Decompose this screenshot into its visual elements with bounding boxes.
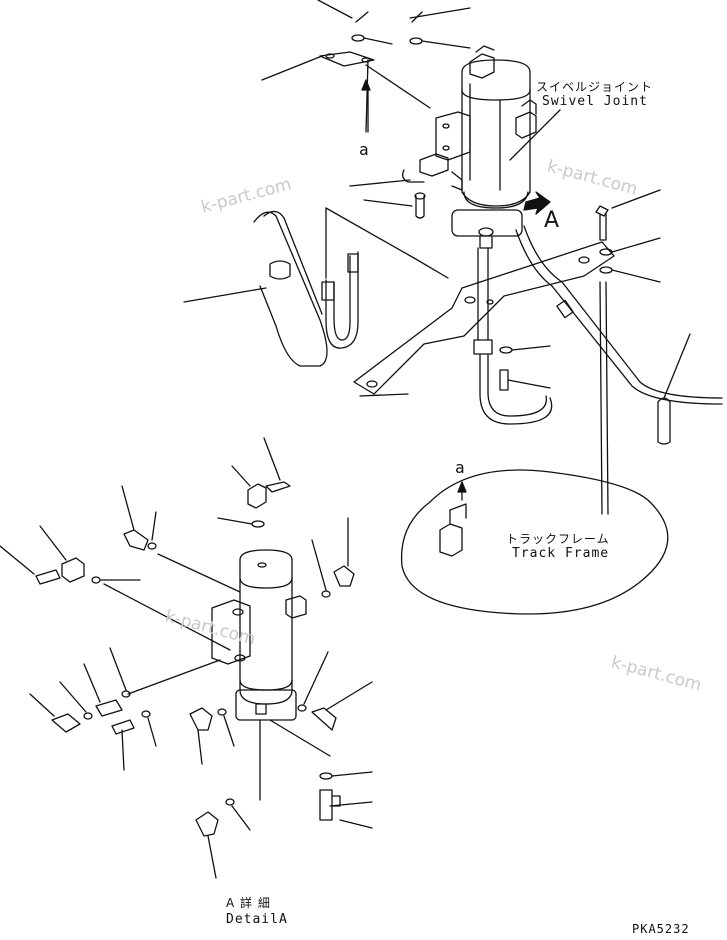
- view-a-label: A: [544, 208, 561, 233]
- track-frame-detail: [400, 469, 669, 615]
- ref-a-detail: a: [455, 458, 466, 477]
- detail-flange: [211, 595, 307, 665]
- right-fitting: [509, 99, 561, 161]
- ref-a-top: a: [359, 140, 370, 159]
- detail-lower-fittings: [189, 707, 251, 879]
- side-flange: [349, 111, 471, 191]
- track-frame-label-jp: トラックフレーム: [506, 532, 610, 546]
- detail-right-fittings: [297, 517, 373, 829]
- right-hose: [515, 225, 723, 515]
- part-code: PKA5232: [632, 922, 690, 936]
- track-frame-plate: [353, 241, 615, 397]
- view-arrow-a: [523, 191, 551, 215]
- top-washers: [317, 0, 471, 49]
- center-hose: [479, 345, 553, 425]
- track-frame-label-en: Track Frame: [512, 546, 610, 561]
- left-hose: [183, 207, 449, 367]
- detail-label-jp: A 詳 細: [226, 896, 271, 910]
- center-pipe: [473, 247, 493, 355]
- detail-top-fittings: [217, 437, 291, 528]
- pin: [363, 192, 426, 219]
- swivel-joint-label-jp: スイベルジョイント: [536, 80, 654, 94]
- swivel-joint-body: [451, 45, 531, 249]
- detail-body: [235, 549, 331, 801]
- right-bolts: [595, 189, 661, 283]
- detail-left-fittings: [0, 485, 241, 651]
- detail-lower-left-fittings: [29, 647, 221, 771]
- detail-label-en: DetailA: [226, 912, 288, 927]
- swivel-joint-label-en: Swivel Joint: [542, 94, 648, 109]
- bracket-plate: [261, 51, 431, 133]
